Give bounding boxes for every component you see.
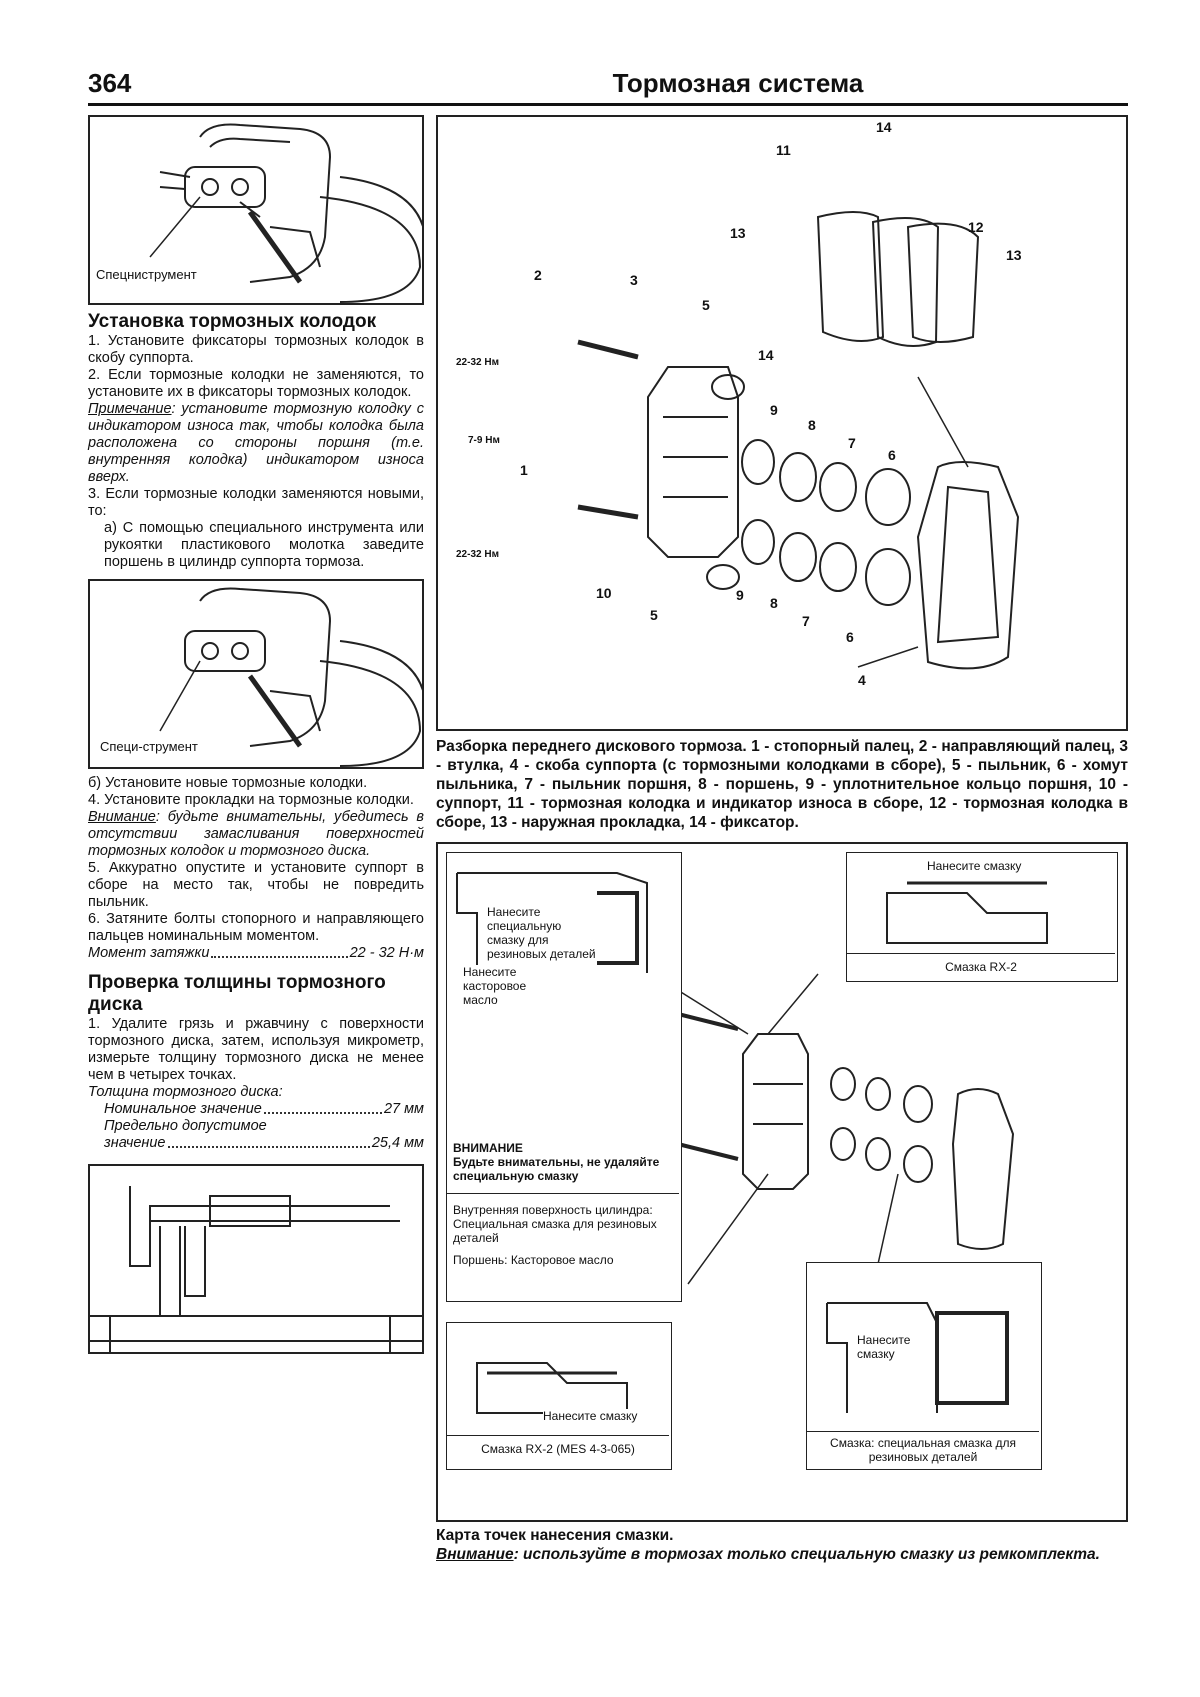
micrometer-figure xyxy=(88,1164,424,1354)
caliper-tool-figure-1: Спецниструмент xyxy=(88,115,424,305)
legend-piston: Поршень: Касторовое масло xyxy=(453,1253,673,1267)
apply-grease-label-bl: Нанесите смазку xyxy=(543,1409,638,1423)
disk-spec-title: Толщина тормозного диска: xyxy=(88,1084,283,1100)
section1-step3b: б) Установите новые тормозные колодки. xyxy=(88,775,368,791)
part-label: 7 xyxy=(802,613,810,629)
bolt-drawing xyxy=(476,1362,628,1414)
warning-title: ВНИМАНИЕ xyxy=(453,1141,523,1155)
torque-value: 22 - 32 Н·м xyxy=(349,945,424,961)
exploded-view-drawing xyxy=(577,211,1020,670)
top-right-callout: Нанесите смазку Смазка RX-2 xyxy=(846,852,1118,982)
part-label: 6 xyxy=(846,629,854,645)
part-label: 3 xyxy=(630,272,638,288)
torque-label: 22-32 Нм xyxy=(456,549,499,560)
caliper-tool-figure-2: Специ-струмент xyxy=(88,579,424,769)
limit-value: 25,4 мм xyxy=(371,1135,424,1151)
part-label: 9 xyxy=(770,402,778,418)
legend-cylinder: Внутренняя поверхность цилиндра: Специал… xyxy=(453,1203,673,1245)
part-label: 5 xyxy=(650,607,658,623)
limit-label-line2: значение xyxy=(104,1135,166,1151)
part-label: 14 xyxy=(876,119,892,135)
bottom-right-callout: Нанесите смазку Смазка: специальная смаз… xyxy=(806,1262,1042,1470)
lubrication-caption-title: Карта точек нанесения смазки. xyxy=(436,1527,674,1544)
section2-step1: 1. Удалите грязь и ржавчину с поверхност… xyxy=(88,1016,424,1083)
rx2-label-tr: Смазка RX-2 xyxy=(847,953,1115,974)
section1-step2: 2. Если тормозные колодки не заменяются,… xyxy=(88,367,424,400)
warning-text: Будьте внимательны, не удаляйте специаль… xyxy=(453,1155,677,1183)
caliper-tool-drawing-2 xyxy=(159,587,422,767)
apply-special-grease-label: Нанесите специальную смазку для резиновы… xyxy=(487,905,597,961)
warning-text: : будьте внимательны, убедитесь в отсутс… xyxy=(88,809,424,859)
section1-note: Примечание: установите тормозную колодку… xyxy=(88,401,424,486)
right-column: 14 11 12 13 13 2 3 5 14 9 8 7 6 1 10 5 9… xyxy=(436,115,1128,1564)
torque-label: 7-9 Нм xyxy=(468,435,500,446)
lubrication-caption: Карта точек нанесения смазки. xyxy=(436,1526,1128,1545)
rx2-label-bl: Смазка RX-2 (MES 4-3-065) xyxy=(447,1435,669,1456)
piston-callout: Нанесите специальную смазку для резиновы… xyxy=(446,852,682,1302)
part-label: 14 xyxy=(758,347,774,363)
part-label: 4 xyxy=(858,672,866,688)
boot-drawing xyxy=(826,1302,1009,1413)
part-label: 1 xyxy=(520,462,528,478)
part-label: 5 xyxy=(702,297,710,313)
seal-groove-drawing xyxy=(456,872,648,973)
warning-label: Внимание xyxy=(88,809,156,825)
section1-step3a: а) С помощью специального инструмента ил… xyxy=(104,520,424,570)
nominal-value: 27 мм xyxy=(383,1101,424,1117)
brake-exploded-view: 14 11 12 13 13 2 3 5 14 9 8 7 6 1 10 5 9… xyxy=(436,115,1128,731)
part-label: 12 xyxy=(968,219,984,235)
page-header: 364 Тормозная система xyxy=(88,62,1128,106)
section1-step6: 6. Затяните болты стопорного и направляю… xyxy=(88,911,424,944)
part-label: 13 xyxy=(730,225,746,241)
exploded-view-caption: Разборка переднего дискового тормоза. 1 … xyxy=(436,738,1128,831)
apply-grease-label-br: Нанесите смазку xyxy=(857,1333,927,1361)
dot-leader xyxy=(263,1101,382,1114)
part-label: 7 xyxy=(848,435,856,451)
section1-title: Установка тормозных колодок xyxy=(88,311,377,332)
lubrication-map: Нанесите специальную смазку для резиновы… xyxy=(436,842,1128,1522)
bottom-left-callout: Нанесите смазку Смазка RX-2 (MES 4-3-065… xyxy=(446,1322,672,1470)
section2-title: Проверка толщины тормозного диска xyxy=(88,972,386,1015)
special-grease-label-br: Смазка: специальная смазка для резиновых… xyxy=(807,1431,1039,1464)
limit-label-line1: Предельно допустимое xyxy=(104,1118,267,1134)
section1-step3: 3. Если тормозные колодки заменяются нов… xyxy=(88,486,424,519)
dot-leader xyxy=(167,1135,370,1148)
torque-label: Момент затяжки xyxy=(88,945,210,961)
section1-step5: 5. Аккуратно опустите и установите суппо… xyxy=(88,860,424,910)
dot-leader xyxy=(211,945,348,958)
torque-label: 22-32 Нм xyxy=(456,357,499,368)
lubrication-warning-text: : используйте в тормозах только специаль… xyxy=(513,1546,1100,1563)
divider xyxy=(447,1193,679,1194)
apply-castor-oil-label: Нанесите касторовое масло xyxy=(463,965,543,1007)
section1-step1: 1. Установите фиксаторы тормозных колодо… xyxy=(88,333,424,366)
nominal-spec: Номинальное значение 27 мм xyxy=(88,1101,424,1118)
part-label: 2 xyxy=(534,267,542,283)
caliper-tool-drawing-1 xyxy=(149,123,422,303)
part-label: 13 xyxy=(1006,247,1022,263)
part-label: 9 xyxy=(736,587,744,603)
note-label: Примечание xyxy=(88,401,172,417)
part-label: 10 xyxy=(596,585,612,601)
part-label: 8 xyxy=(808,417,816,433)
section1-step4: 4. Установите прокладки на тормозные кол… xyxy=(88,792,414,808)
apply-grease-label-tr: Нанесите смазку xyxy=(927,859,1022,873)
micrometer-drawing xyxy=(90,1186,422,1352)
part-label: 6 xyxy=(888,447,896,463)
lubrication-warning: Внимание: используйте в тормозах только … xyxy=(436,1545,1128,1564)
nominal-label: Номинальное значение xyxy=(104,1101,262,1117)
lubrication-warning-label: Внимание xyxy=(436,1546,514,1563)
chapter-title: Тормозная система xyxy=(612,68,864,98)
fig2-label: Специ-струмент xyxy=(98,739,200,754)
limit-spec: значение 25,4 мм xyxy=(88,1135,424,1152)
page-number: 364 xyxy=(88,68,132,98)
part-label: 11 xyxy=(776,142,791,158)
fig1-label: Спецниструмент xyxy=(94,267,199,282)
pin-drawing xyxy=(886,881,1048,944)
left-column: Спецниструмент Установка тормозных колод… xyxy=(88,115,424,1354)
part-label: 8 xyxy=(770,595,778,611)
note-text: : установите тормозную колодку с индикат… xyxy=(88,401,424,485)
section1-warning: Внимание: будьте внимательны, убедитесь … xyxy=(88,809,424,860)
torque-spec: Момент затяжки 22 - 32 Н·м xyxy=(88,945,424,962)
